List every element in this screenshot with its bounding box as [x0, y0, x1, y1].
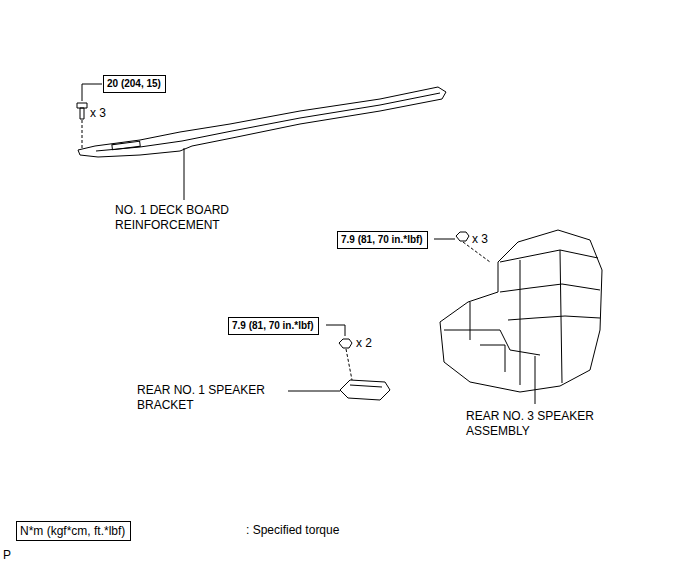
leader-line: [434, 239, 455, 240]
install-line: [346, 349, 352, 380]
deck-slot: [112, 141, 140, 149]
torque-box: 7.9 (81, 70 in.*lbf): [337, 231, 428, 249]
torque-box: 20 (204, 15): [103, 75, 166, 93]
part-name: : Specified torque: [246, 523, 339, 538]
leader-line: [184, 148, 185, 200]
leader-line: [288, 391, 340, 392]
bolt: [77, 103, 87, 119]
torque-value: 20 (204, 15): [107, 78, 162, 90]
quantity-label: x 3: [472, 232, 488, 247]
quantity-label: x 2: [356, 336, 372, 351]
torque-value: 7.9 (81, 70 in.*lbf): [341, 234, 424, 246]
torque-value: 7.9 (81, 70 in.*lbf): [232, 320, 315, 332]
quantity-label: x 3: [90, 106, 106, 121]
part-name: REAR NO. 1 SPEAKER BRACKET: [137, 383, 277, 413]
figure-code: P: [3, 548, 11, 563]
leader-line: [82, 84, 102, 101]
torque-box: 7.9 (81, 70 in.*lbf): [228, 317, 319, 335]
deck-reinforcement: [78, 87, 446, 157]
install-line: [82, 120, 83, 148]
part-name: REAR NO. 3 SPEAKER ASSEMBLY: [466, 409, 606, 439]
deck-rib: [96, 93, 440, 151]
nut: [339, 339, 352, 348]
bracket-rib: [350, 385, 382, 387]
speaker-rib: [444, 250, 600, 385]
leader-line: [326, 325, 345, 336]
nut: [456, 232, 469, 241]
speaker-assembly: [440, 230, 602, 392]
legend-unit: N*m (kgf*cm, ft.*lbf): [20, 524, 127, 538]
leader-line: [535, 356, 536, 404]
part-name: NO. 1 DECK BOARD REINFORCEMENT: [115, 203, 243, 233]
legend-box: N*m (kgf*cm, ft.*lbf): [16, 521, 131, 541]
speaker-bracket: [340, 380, 390, 400]
